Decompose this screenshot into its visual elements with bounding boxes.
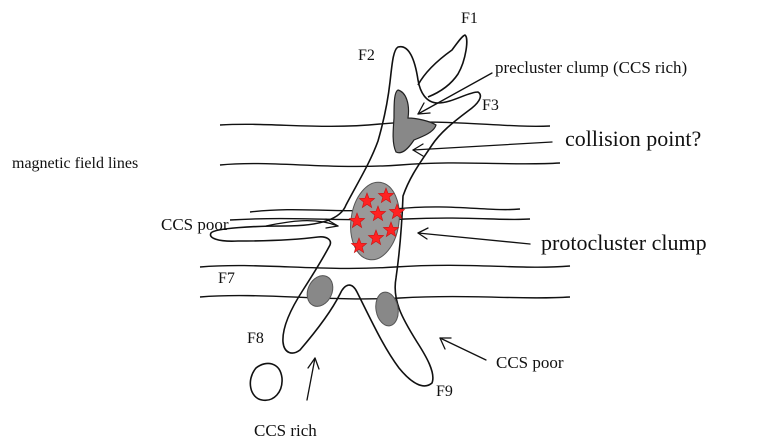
label-precluster-clump: precluster clump (CCS rich) [495, 58, 687, 77]
filament-f1 [418, 35, 467, 97]
field-line [200, 265, 570, 268]
label-f9: F9 [436, 383, 453, 400]
arrow-ccs-poor-right [440, 338, 486, 360]
clump-left-leg [302, 271, 337, 310]
label-f7: F7 [218, 270, 235, 287]
clump-right-leg [373, 290, 401, 327]
arrow-collision [413, 142, 552, 156]
label-ccs-poor-left: CCS poor [161, 215, 229, 234]
field-line [220, 122, 550, 126]
label-collision-point: collision point? [565, 126, 701, 151]
field-line [220, 163, 560, 167]
precluster-clump [393, 90, 436, 153]
label-ccs-poor-right: CCS poor [496, 353, 564, 372]
filament-f8 [250, 363, 282, 400]
label-protocluster-clump: protocluster clump [541, 230, 707, 255]
arrow-protocluster [418, 228, 530, 244]
label-ccs-rich: CCS rich [254, 421, 317, 440]
label-f8: F8 [247, 330, 264, 347]
label-magnetic-field-lines: magnetic field lines [12, 155, 138, 172]
label-f2: F2 [358, 47, 375, 64]
label-f3: F3 [482, 97, 499, 114]
label-f1: F1 [461, 10, 478, 27]
arrow-ccs-rich [307, 358, 319, 400]
